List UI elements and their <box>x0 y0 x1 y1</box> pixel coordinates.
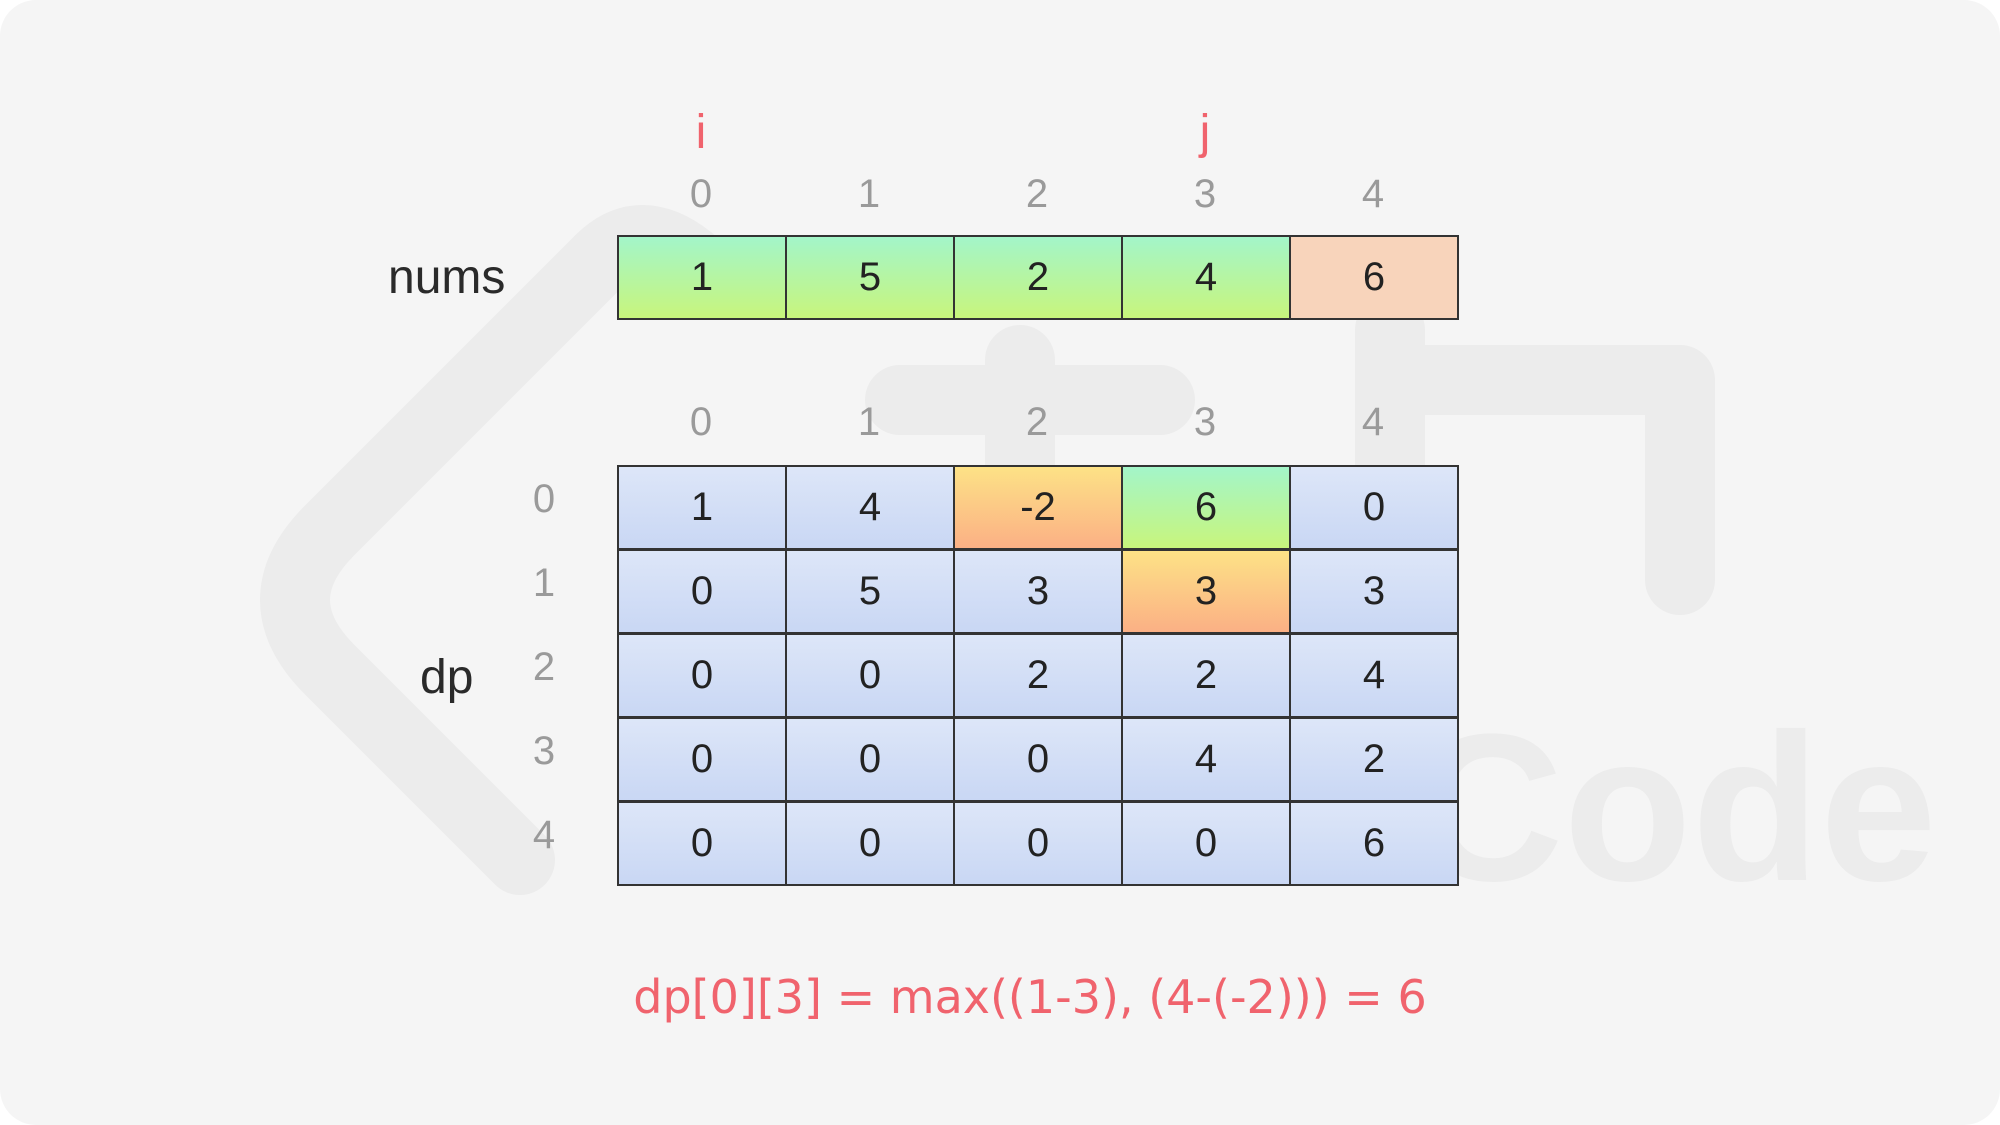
dp-row-index: 2 <box>532 645 556 689</box>
nums-index: 2 <box>1025 172 1049 216</box>
dp-cell: 6 <box>1289 801 1459 886</box>
dp-cell: -2 <box>953 465 1123 550</box>
dp-cell: 0 <box>785 717 955 802</box>
dp-row-index: 1 <box>532 561 556 605</box>
nums-cell: 2 <box>953 235 1123 320</box>
dp-cell: 0 <box>617 801 787 886</box>
dp-cell: 5 <box>785 549 955 634</box>
dp-cell: 0 <box>617 633 787 718</box>
dp-col-index: 4 <box>1361 400 1385 444</box>
dp-cell: 3 <box>1121 549 1291 634</box>
nums-cell: 6 <box>1289 235 1459 320</box>
dp-cell: 0 <box>617 717 787 802</box>
dp-cell: 2 <box>1289 717 1459 802</box>
dp-cell: 0 <box>617 549 787 634</box>
formula-text: dp[0][3] = max((1-3), (4-(-2))) = 6 <box>633 970 1427 1024</box>
dp-cell: 4 <box>1121 717 1291 802</box>
dp-cell: 0 <box>953 717 1123 802</box>
dp-cell: 2 <box>953 633 1123 718</box>
dp-col-index: 3 <box>1193 400 1217 444</box>
dp-cell: 0 <box>785 633 955 718</box>
dp-cell: 4 <box>785 465 955 550</box>
nums-index: 0 <box>689 172 713 216</box>
nums-index: 3 <box>1193 172 1217 216</box>
dp-cell: 0 <box>1289 465 1459 550</box>
dp-col-index: 1 <box>857 400 881 444</box>
dp-cell: 0 <box>953 801 1123 886</box>
dp-cell: 4 <box>1289 633 1459 718</box>
dp-cell: 1 <box>617 465 787 550</box>
nums-index: 4 <box>1361 172 1385 216</box>
dp-col-index: 0 <box>689 400 713 444</box>
dp-cell: 3 <box>1289 549 1459 634</box>
dp-row-index: 0 <box>532 477 556 521</box>
dp-label: dp <box>420 651 474 704</box>
dp-cell: 0 <box>1121 801 1291 886</box>
dp-cell: 3 <box>953 549 1123 634</box>
nums-cell: 4 <box>1121 235 1291 320</box>
nums-label: nums <box>388 251 506 304</box>
dp-cell: 0 <box>785 801 955 886</box>
dp-cell: 6 <box>1121 465 1291 550</box>
dp-cell: 2 <box>1121 633 1291 718</box>
dp-row-index: 3 <box>532 729 556 773</box>
dp-row-index: 4 <box>532 813 556 857</box>
pointer-i: i <box>695 106 707 159</box>
pointer-j: j <box>1199 106 1211 159</box>
nums-index: 1 <box>857 172 881 216</box>
nums-cell: 5 <box>785 235 955 320</box>
nums-cell: 1 <box>617 235 787 320</box>
dp-col-index: 2 <box>1025 400 1049 444</box>
